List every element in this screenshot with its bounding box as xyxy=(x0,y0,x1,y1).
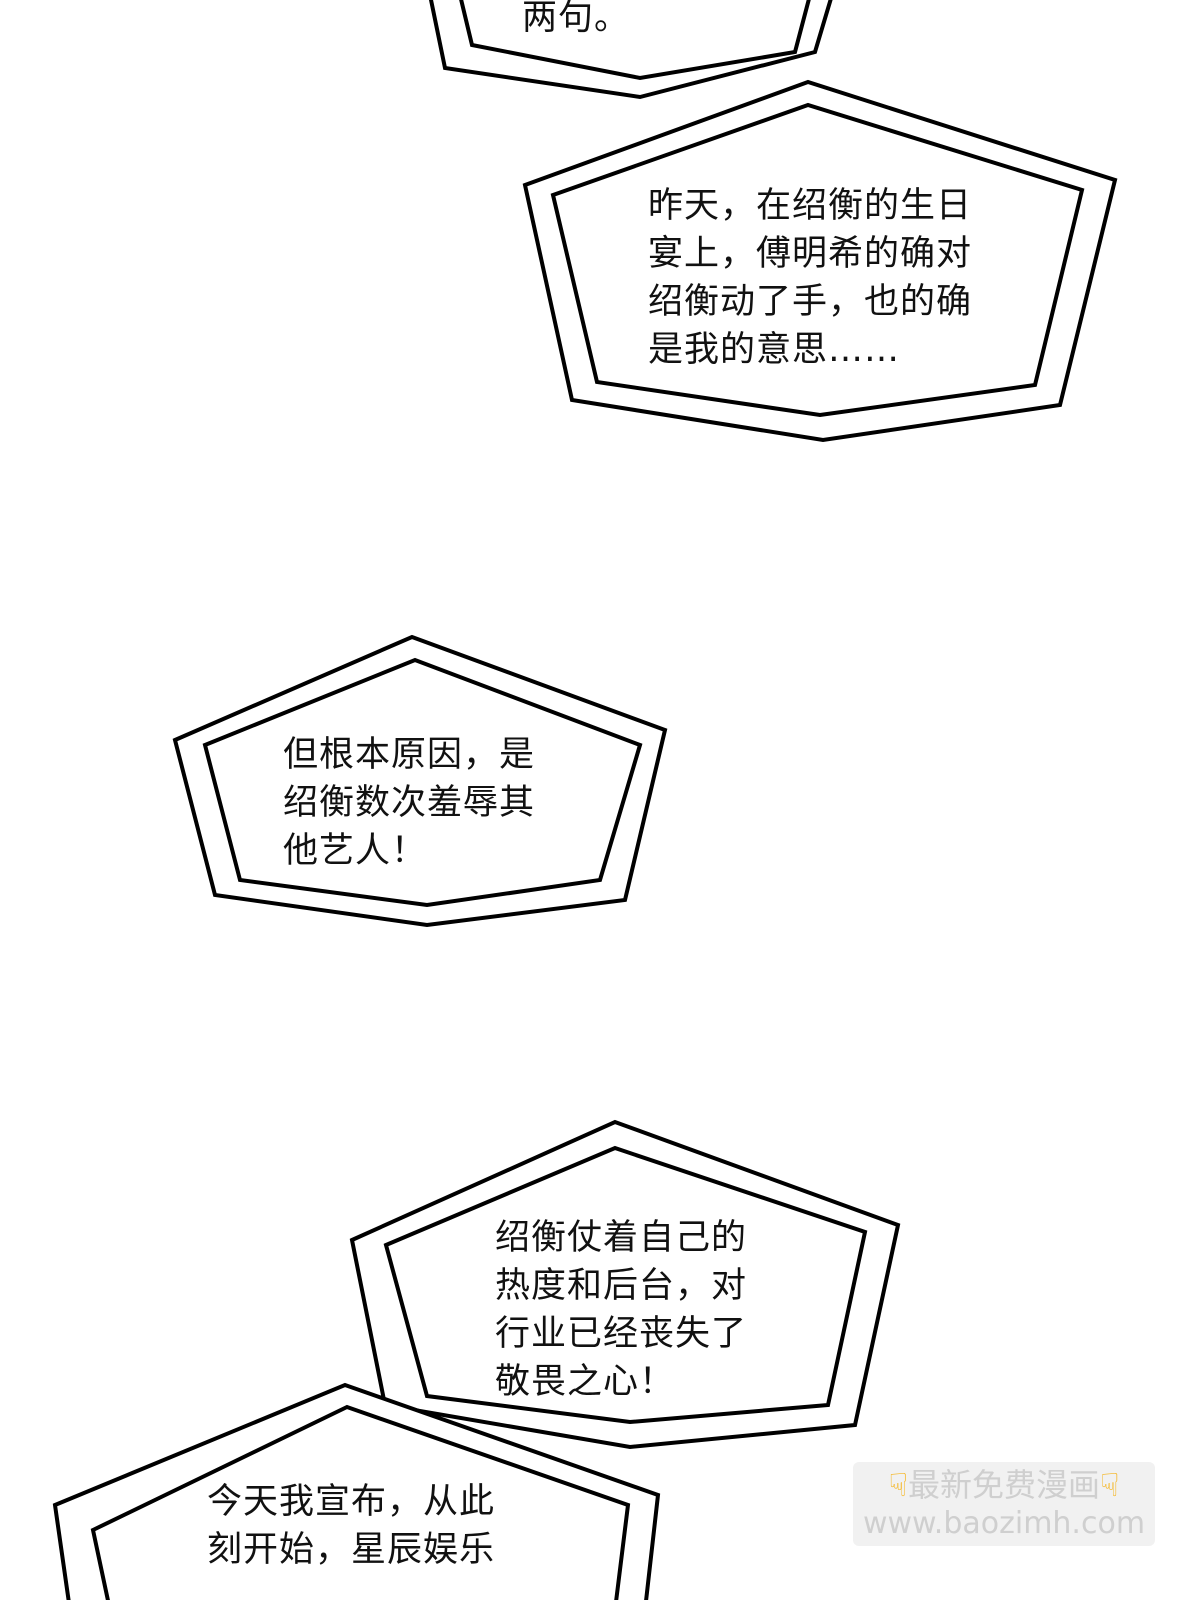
text-line: 今天我宣布，从此 xyxy=(207,1482,496,1522)
bubble-5-shape xyxy=(52,1382,661,1600)
watermark[interactable]: ☟最新免费漫画☟ www.baozimh.com xyxy=(853,1462,1155,1546)
watermark-title: 最新免费漫画 xyxy=(907,1466,1100,1504)
text-line: 行业已经丧失了 xyxy=(495,1314,748,1354)
bubble-4-shape xyxy=(349,1119,901,1450)
pointing-down-hand-icon: ☟ xyxy=(888,1466,908,1504)
watermark-url[interactable]: www.baozimh.com xyxy=(862,1506,1146,1541)
bubble-1-text: 两句。 xyxy=(522,0,630,42)
bubble-3-text: 但根本原因，是 绍衡数次羞辱其 他艺人！ xyxy=(283,731,535,875)
bubble-2-text: 昨天，在绍衡的生日 宴上，傅明希的确对 绍衡动了手，也的确 是我的意思…… xyxy=(648,182,972,374)
text-line: 敬畏之心！ xyxy=(495,1362,676,1402)
text-line: 绍衡数次羞辱其 xyxy=(283,783,536,823)
text-line: 是我的意思…… xyxy=(648,330,901,370)
bubble-2-shape xyxy=(522,79,1118,443)
text-line: 但根本原因，是 xyxy=(283,735,536,775)
bubble-1-shape xyxy=(428,0,833,100)
text-line: 绍衡仗着自己的 xyxy=(495,1218,748,1258)
bubble-3-shape xyxy=(172,634,668,928)
text-line: 宴上，傅明希的确对 xyxy=(648,234,973,274)
text-line: 两句。 xyxy=(522,0,631,38)
text-line: 他艺人！ xyxy=(283,831,428,871)
text-line: 昨天，在绍衡的生日 xyxy=(648,186,973,226)
text-line: 绍衡动了手，也的确 xyxy=(648,282,973,322)
bubble-4-text: 绍衡仗着自己的 热度和后台，对 行业已经丧失了 敬畏之心！ xyxy=(495,1214,747,1406)
pointing-down-hand-icon: ☟ xyxy=(1100,1466,1120,1504)
text-line: 热度和后台，对 xyxy=(495,1266,748,1306)
text-line: 刻开始，星辰娱乐 xyxy=(207,1530,496,1570)
bubble-5-text: 今天我宣布，从此 刻开始，星辰娱乐 xyxy=(207,1478,495,1574)
